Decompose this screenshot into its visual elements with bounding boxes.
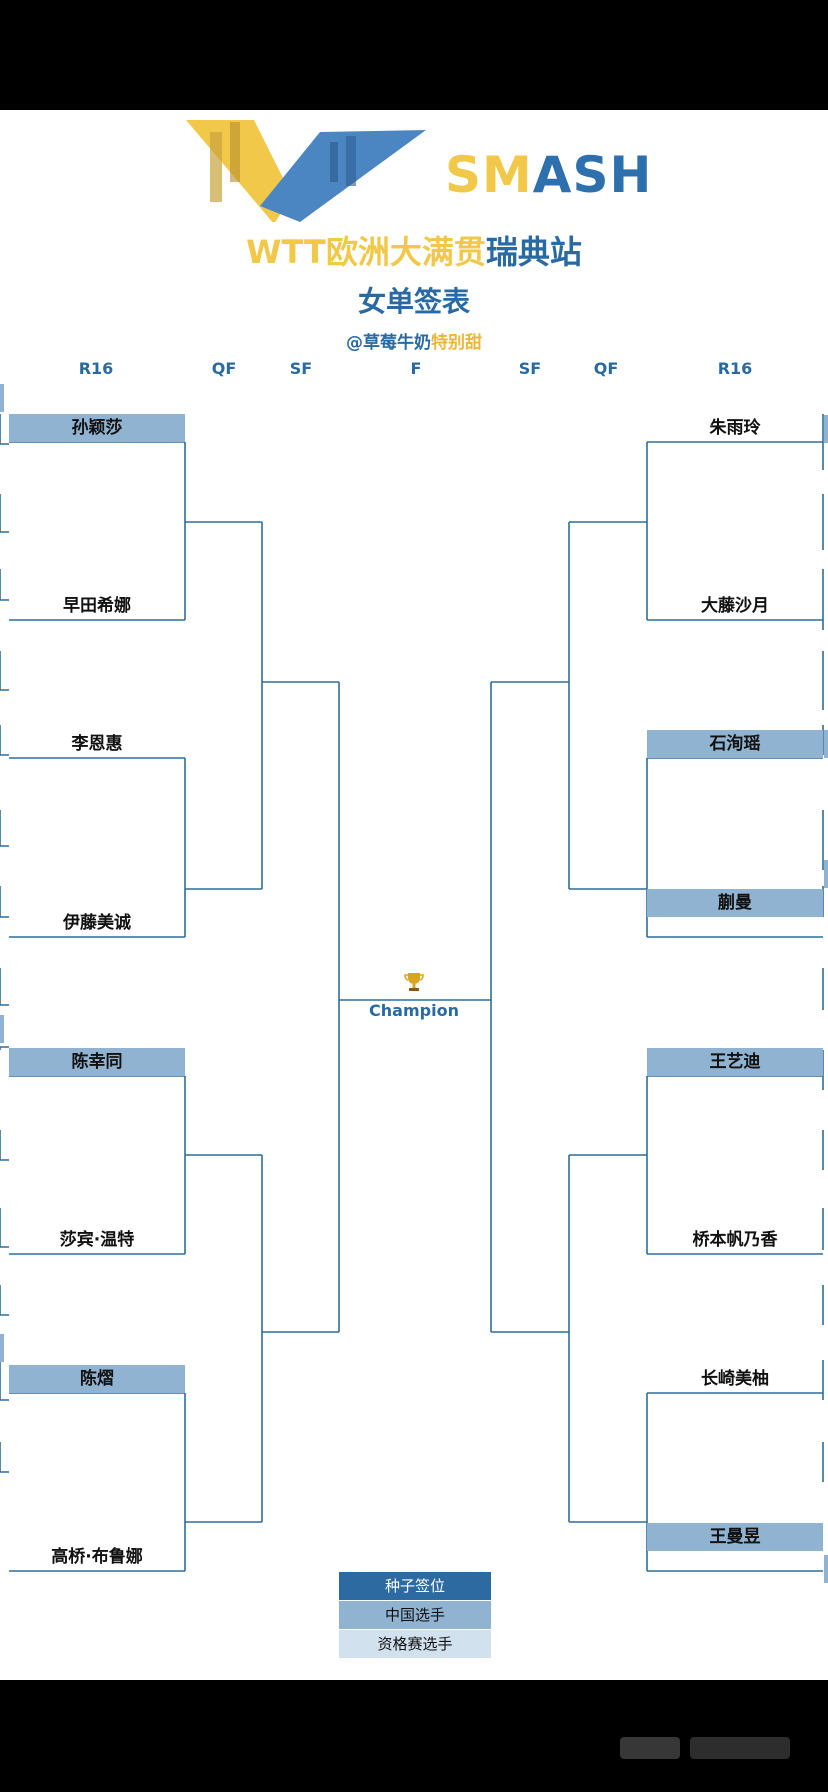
author-handle: @草莓牛奶特别甜 (0, 328, 828, 353)
edge-mark (824, 860, 828, 888)
edge-mark (0, 384, 4, 412)
player-right-1[interactable]: 朱雨玲 (709, 418, 761, 438)
legend-seed: 种子签位 (339, 1572, 491, 1600)
player-right-2[interactable]: 大藤沙月 (701, 596, 769, 616)
legend-qualifier: 资格赛选手 (339, 1630, 491, 1658)
watermark-mark (690, 1737, 790, 1759)
player-right-7[interactable]: 长崎美柚 (701, 1369, 769, 1389)
player-right-8[interactable]: 王曼昱 (647, 1523, 823, 1551)
player-left-4[interactable]: 伊藤美诚 (63, 913, 131, 933)
edge-mark (824, 415, 828, 443)
player-left-7[interactable]: 陈熠 (9, 1365, 185, 1393)
round-header-left-r16: R16 (78, 359, 114, 378)
player-right-4[interactable]: 蒯曼 (647, 889, 823, 917)
player-right-5[interactable]: 王艺迪 (647, 1048, 823, 1076)
handle-part-2: 特别甜 (431, 333, 482, 353)
champion-label: Champion (369, 1001, 459, 1020)
edge-mark (0, 1015, 4, 1043)
draw-sheet: SMASH WTT欧洲大满贯瑞典站 女单签表 @草莓牛奶特别甜 R16 QF S… (0, 110, 828, 1680)
wtt-logo-icon (186, 120, 426, 222)
edge-mark (824, 730, 828, 758)
round-header-right-sf: SF (518, 359, 542, 378)
round-header-final: F (410, 359, 422, 378)
edge-mark (0, 1334, 4, 1362)
player-left-3[interactable]: 李恩惠 (71, 734, 123, 754)
round-header-left-sf: SF (289, 359, 313, 378)
player-left-6[interactable]: 莎宾·温特 (59, 1230, 135, 1250)
player-left-1[interactable]: 孙颖莎 (9, 414, 185, 442)
player-right-6[interactable]: 桥本帆乃香 (692, 1230, 778, 1250)
watermark-icon (620, 1737, 680, 1759)
page-title: WTT欧洲大满贯瑞典站 (0, 227, 828, 273)
smash-logo-text: SMASH (445, 146, 653, 204)
legend-chinese-player: 中国选手 (339, 1601, 491, 1629)
round-header-right-r16: R16 (717, 359, 753, 378)
title-stop: 瑞典站 (485, 233, 582, 271)
player-left-8[interactable]: 高桥·布鲁娜 (51, 1547, 143, 1567)
player-right-3[interactable]: 石洵瑶 (647, 730, 823, 758)
round-header-left-qf: QF (211, 359, 237, 378)
trophy-icon (404, 973, 424, 991)
title-event: WTT欧洲大满贯 (246, 233, 486, 271)
player-left-2[interactable]: 早田希娜 (63, 596, 131, 616)
edge-mark (824, 1555, 828, 1583)
round-header-right-qf: QF (593, 359, 619, 378)
player-left-5[interactable]: 陈幸同 (9, 1048, 185, 1076)
page-subtitle: 女单签表 (357, 285, 470, 318)
handle-part-1: @草莓牛奶 (346, 333, 431, 353)
